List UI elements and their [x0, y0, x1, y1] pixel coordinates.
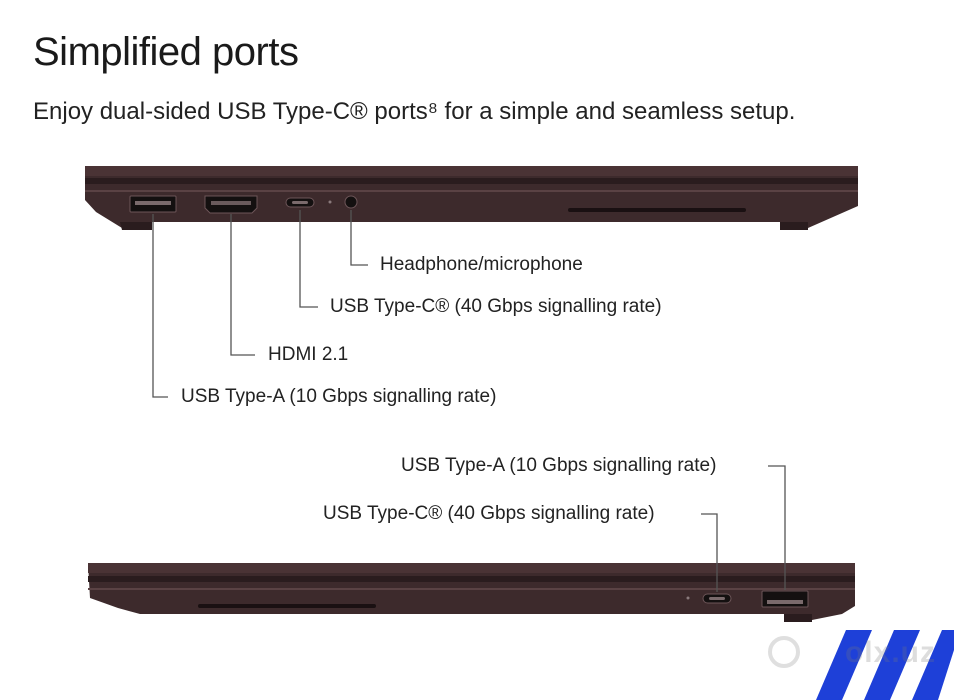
watermark-logo	[768, 630, 954, 700]
watermark-text: olx.uz	[844, 636, 936, 669]
label-headphone-microphone: Headphone/microphone	[380, 254, 583, 275]
headphone-jack	[344, 195, 358, 209]
label-usb-a-left: USB Type-A (10 Gbps signalling rate)	[181, 386, 497, 407]
usb-a-port-right	[761, 590, 809, 608]
leader-lines-right	[701, 465, 786, 592]
label-usb-c-left: USB Type-C® (40 Gbps signalling rate)	[330, 296, 662, 317]
page-title: Simplified ports	[33, 30, 299, 74]
laptop-left-side	[85, 166, 858, 230]
leader-lines-left	[152, 210, 368, 398]
page-subtitle: Enjoy dual-sided USB Type-C® ports⁸ for …	[33, 98, 796, 125]
label-usb-a-right: USB Type-A (10 Gbps signalling rate)	[401, 455, 717, 476]
laptop-right-side	[88, 563, 855, 622]
label-hdmi: HDMI 2.1	[268, 344, 349, 365]
label-usb-c-right: USB Type-C® (40 Gbps signalling rate)	[323, 503, 655, 524]
